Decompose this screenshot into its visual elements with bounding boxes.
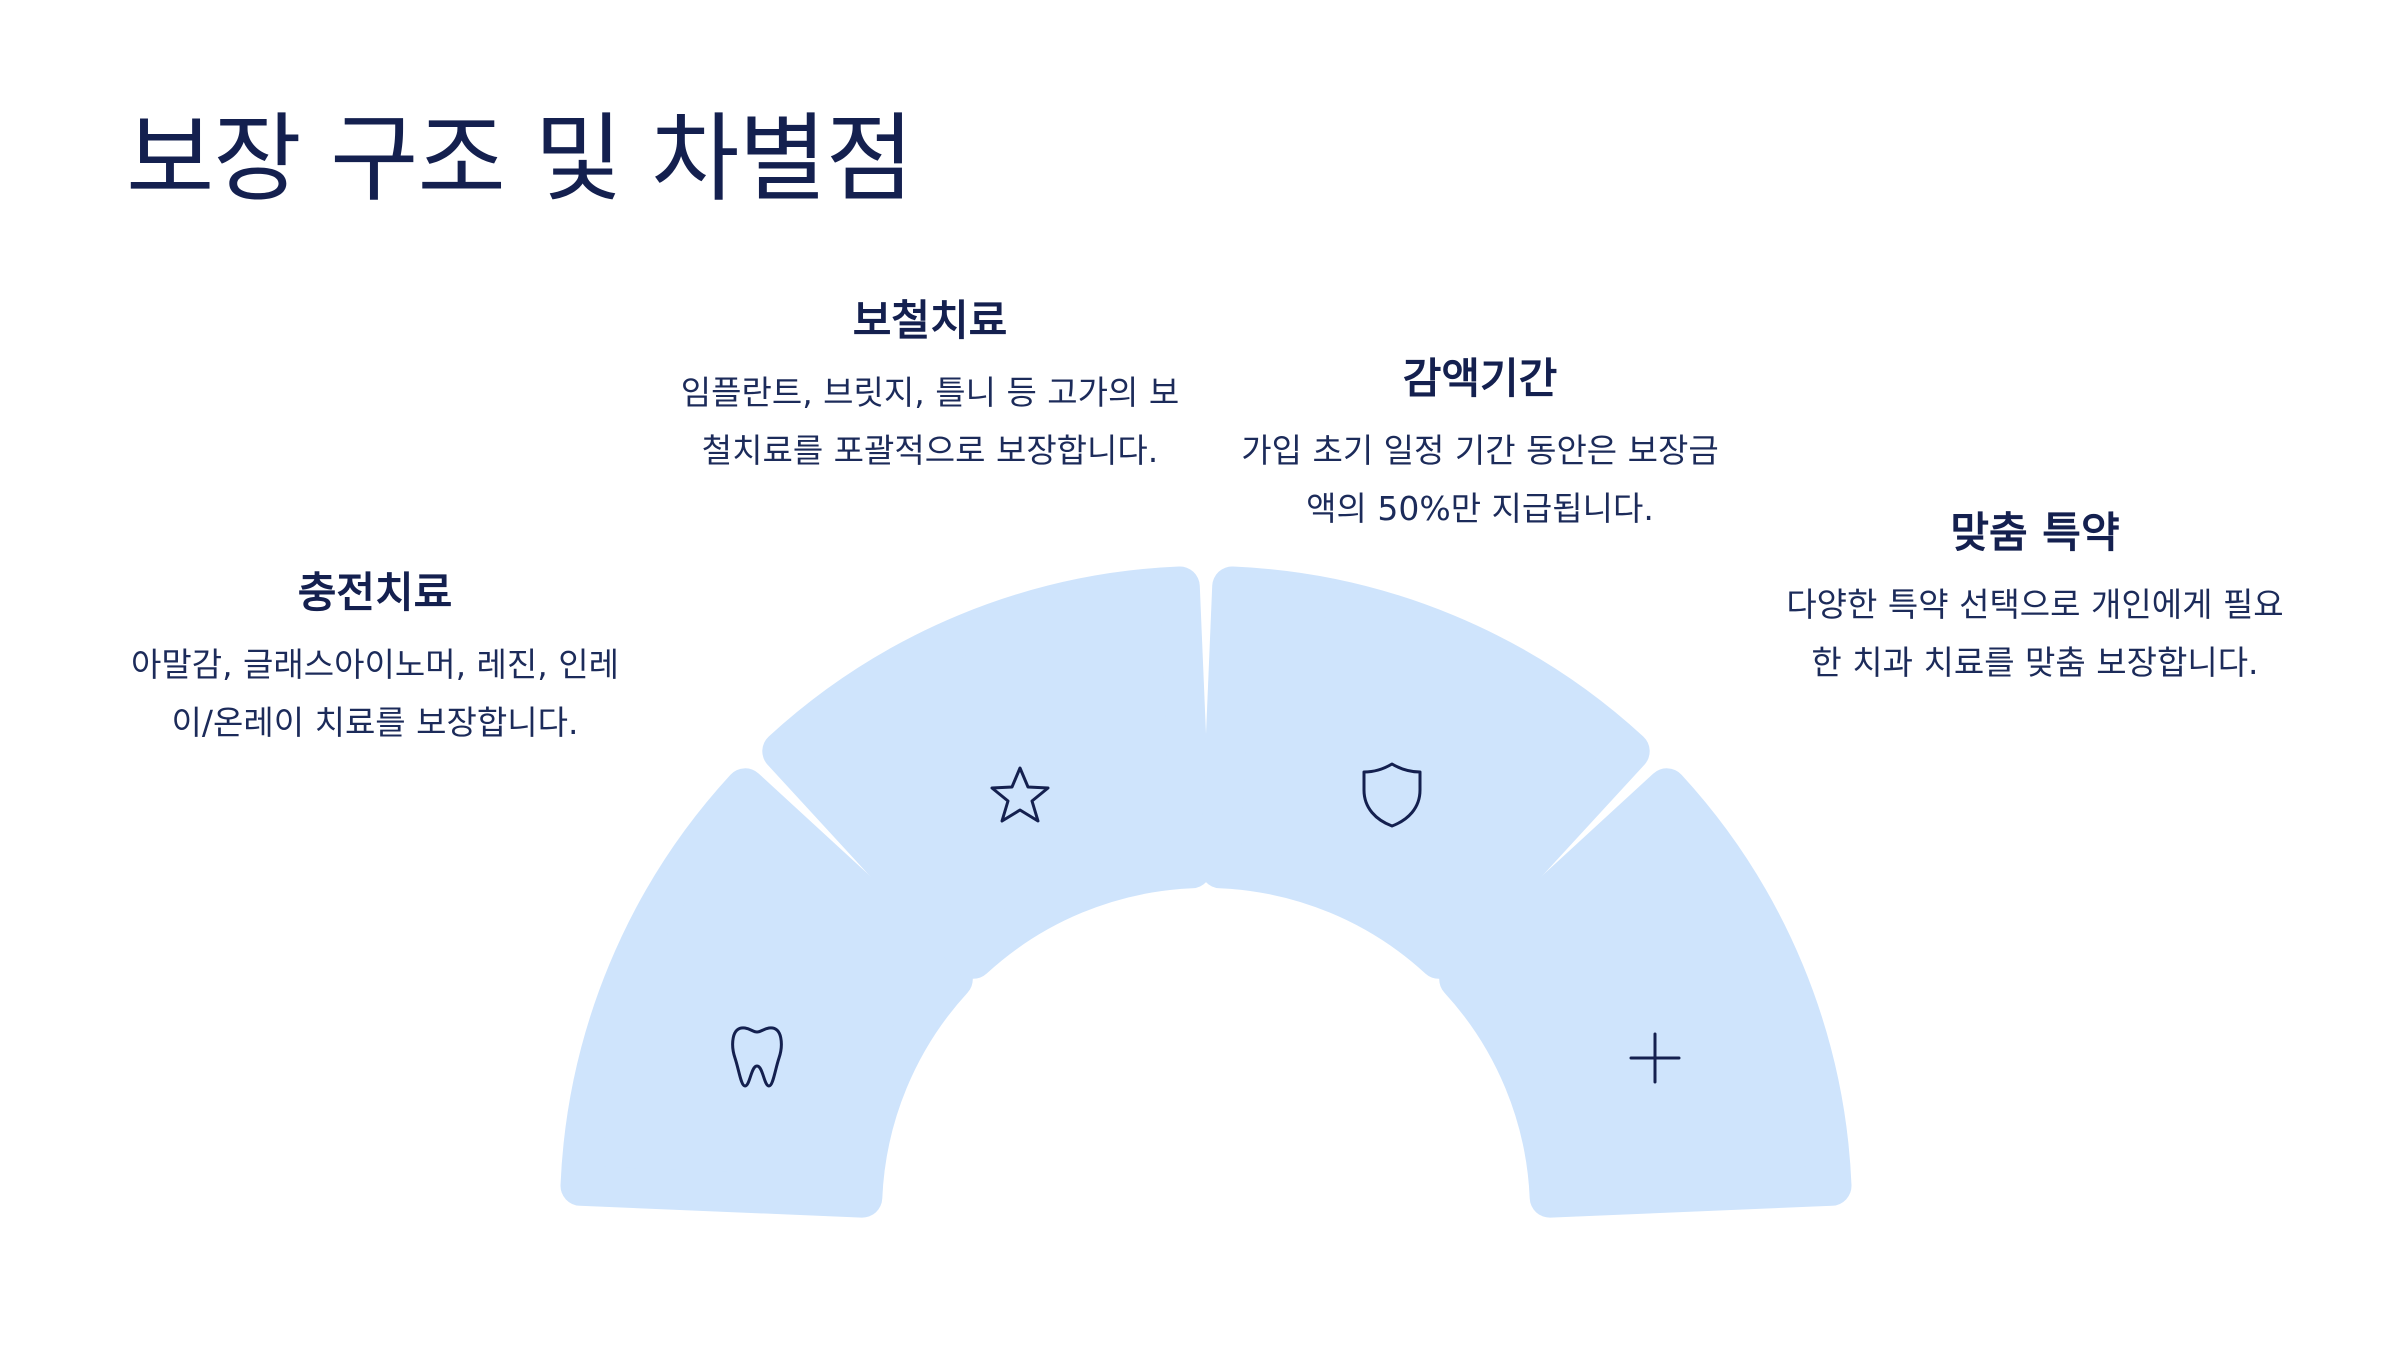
segment-title: 보철치료	[852, 296, 1008, 345]
shield-icon	[1362, 762, 1422, 828]
arc-segment-prosthetics	[762, 566, 1212, 979]
segment-title: 감액기간	[1402, 354, 1558, 403]
arc-segment-reduction-period	[1200, 566, 1650, 979]
segment-label-custom-rider: 맞춤 특약 다양한 특약 선택으로 개인에게 필요한 치과 치료를 맞춤 보장합…	[1780, 508, 2290, 692]
segment-description: 가입 초기 일정 기간 동안은 보장금액의 50%만 지급됩니다.	[1241, 431, 1719, 529]
segment-description: 임플란트, 브릿지, 틀니 등 고가의 보철치료를 포괄적으로 보장합니다.	[680, 373, 1180, 471]
segment-title: 맞춤 특약	[1950, 508, 2120, 557]
arc-segment-filling	[560, 768, 973, 1218]
segment-description: 아말감, 글래스아이노머, 레진, 인레이/온레이 치료를 보장합니다.	[131, 645, 619, 743]
segment-label-reduction-period: 감액기간 가입 초기 일정 기간 동안은 보장금액의 50%만 지급됩니다.	[1230, 354, 1730, 538]
segment-label-prosthetics: 보철치료 임플란트, 브릿지, 틀니 등 고가의 보철치료를 포괄적으로 보장합…	[680, 296, 1180, 480]
segment-title: 충전치료	[297, 568, 453, 617]
star-icon	[990, 766, 1050, 823]
arc-segment-custom-rider	[1439, 768, 1852, 1218]
tooth-icon	[731, 1026, 783, 1088]
plus-icon	[1629, 1032, 1681, 1084]
page-title: 보장 구조 및 차별점	[126, 103, 914, 215]
segment-description: 다양한 특약 선택으로 개인에게 필요한 치과 치료를 맞춤 보장합니다.	[1786, 585, 2284, 683]
segment-label-filling: 충전치료 아말감, 글래스아이노머, 레진, 인레이/온레이 치료를 보장합니다…	[120, 568, 630, 752]
